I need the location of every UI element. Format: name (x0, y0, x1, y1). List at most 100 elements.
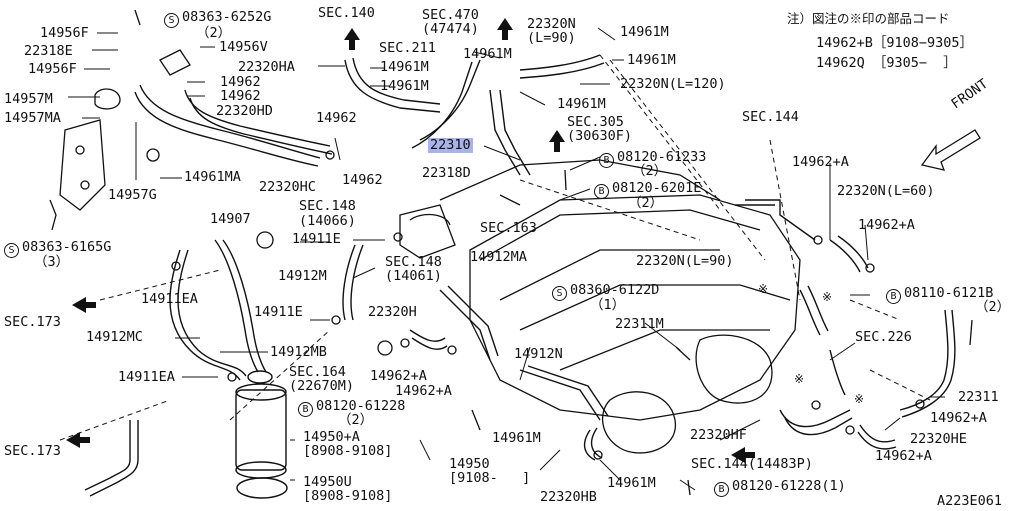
sec-label-140[interactable]: SEC.140 (318, 5, 375, 21)
part-label-14961M-6[interactable]: 14961M (557, 96, 606, 112)
part-label-22318E[interactable]: 22318E (24, 43, 73, 59)
arrow-up-sec140 (344, 28, 360, 50)
part-label-14912MC[interactable]: 14912MC (86, 329, 143, 345)
arrow-left-sec173b (66, 432, 90, 448)
sec-label-173-2[interactable]: SEC.173 (4, 443, 61, 459)
sec-label-211[interactable]: SEC.211 (379, 40, 436, 56)
part-label-22320N-90-2[interactable]: 22320N(L=90) (636, 253, 734, 269)
part-label-22320HA[interactable]: 22320HA (238, 59, 295, 75)
bolt-icon: B (714, 482, 729, 497)
note-title: 注）図注の※印の部品コード (787, 11, 950, 26)
screw-icon: S (4, 243, 19, 258)
part-label-14912MB[interactable]: 14912MB (270, 344, 327, 360)
part-label-14956F[interactable]: 14956F (40, 25, 89, 41)
leader-lines (68, 27, 945, 491)
part-label-14911EA[interactable]: 14911EA (141, 291, 198, 307)
date-range-14950: [9108- ] (449, 470, 531, 486)
sec-label-148[interactable]: SEC.148 (299, 198, 356, 214)
direction-arrows (66, 18, 755, 463)
date-range-14950U: [8908-9108] (303, 488, 393, 504)
part-label-14911E[interactable]: 14911E (292, 231, 341, 247)
part-label-14962-3[interactable]: 14962 (316, 110, 357, 126)
part-label-22320HB[interactable]: 22320HB (540, 489, 597, 505)
part-label-14962A[interactable]: 14962+A (792, 154, 849, 170)
part-label-14912M[interactable]: 14912M (278, 268, 327, 284)
part-label-14907[interactable]: 14907 (210, 211, 251, 227)
sec-label-163[interactable]: SEC.163 (480, 220, 537, 236)
part-label-14962[interactable]: 14962 (220, 74, 261, 90)
svg-text:※: ※ (794, 372, 804, 386)
front-arrow-icon (920, 129, 981, 171)
part-label-14961M[interactable]: 14961M (380, 59, 429, 75)
part-label-22320HD[interactable]: 22320HD (216, 103, 273, 119)
part-label-22320N-90[interactable]: 22320N (527, 16, 576, 32)
sec-label-173[interactable]: SEC.173 (4, 314, 61, 330)
part-label-22320H[interactable]: 22320H (368, 304, 417, 320)
part-label-14911EA-2[interactable]: 14911EA (118, 369, 175, 385)
part-label-14961M-4[interactable]: 14961M (620, 24, 669, 40)
part-label-14961MA[interactable]: 14961MA (184, 169, 241, 185)
part-label-22311M[interactable]: 22311M (615, 316, 664, 332)
bolt-icon: B (599, 153, 614, 168)
part-label-14961M-7[interactable]: 14961M (492, 430, 541, 446)
part-label-14962A-4[interactable]: 14962+A (395, 383, 452, 399)
part-label-22320HE[interactable]: 22320HE (910, 431, 967, 447)
qty-08120-6201E: （2） (628, 195, 664, 211)
part-label-14961M-2[interactable]: 14961M (380, 78, 429, 94)
sec-label-148-2[interactable]: SEC.148 (385, 254, 442, 270)
part-label-14962A-6[interactable]: 14962+A (875, 448, 932, 464)
part-label-14957M[interactable]: 14957M (4, 91, 53, 107)
part-label-14962-2[interactable]: 14962 (220, 88, 261, 104)
sec-label-144[interactable]: SEC.144 (742, 109, 799, 125)
part-label-14957MA[interactable]: 14957MA (4, 110, 61, 126)
sec-label-470[interactable]: SEC.470 (422, 7, 479, 23)
part-label-22320N-120[interactable]: 22320N(L=120) (620, 76, 726, 92)
part-label-14911E-2[interactable]: 14911E (254, 304, 303, 320)
part-label-22320HF[interactable]: 22320HF (690, 427, 747, 443)
part-label-14962A-5[interactable]: 14962+A (930, 410, 987, 426)
sec-label-164[interactable]: SEC.164 (289, 364, 346, 380)
sec-label-226[interactable]: SEC.226 (855, 329, 912, 345)
part-label-14956V[interactable]: 14956V (219, 39, 268, 55)
qty-08120-61233: （2） (632, 163, 668, 179)
qty-08360-6122D: （1） (590, 297, 626, 313)
part-label-14950[interactable]: 14950 (449, 456, 490, 472)
bolt-icon: B (298, 402, 313, 417)
sec-number: SEC.144 (691, 456, 748, 472)
part-label-14950A[interactable]: 14950+A (303, 429, 360, 445)
part-label-14950U[interactable]: 14950U (303, 474, 352, 490)
part-label-14961M-5[interactable]: 14961M (627, 52, 676, 68)
part-label-14962A-2[interactable]: 14962+A (858, 217, 915, 233)
part-label-14961M-8[interactable]: 14961M (607, 475, 656, 491)
bolt-icon: B (886, 289, 901, 304)
part-label-14957G[interactable]: 14957G (108, 187, 157, 203)
part-label-14962A-3[interactable]: 14962+A (370, 368, 427, 384)
sec-label-305[interactable]: SEC.305 (567, 114, 624, 130)
part-number-text: 08360-6122D (570, 282, 660, 298)
qty-08120-61228: （2） (338, 412, 374, 428)
part-label-22320N-60[interactable]: 22320N(L=60) (837, 183, 935, 199)
part-label-14956F-2[interactable]: 14956F (28, 61, 77, 77)
sec-label-144-2[interactable]: SEC.144(14483P) (691, 457, 813, 472)
part-number-text: 08120-61233 (617, 149, 707, 165)
part-label-14962-4[interactable]: 14962 (342, 172, 383, 188)
part-label-14912MA[interactable]: 14912MA (470, 249, 527, 265)
part-label-14961M-3[interactable]: 14961M (463, 46, 512, 62)
sec-ref-148: (14066) (299, 213, 356, 229)
part-label-22320HC[interactable]: 22320HC (259, 179, 316, 195)
upper-right-hoses (411, 54, 605, 176)
part-label-22318D[interactable]: 22318D (422, 165, 471, 181)
part-label-22311[interactable]: 22311 (958, 389, 999, 405)
screw-icon: S (164, 13, 179, 28)
part-label-14912N[interactable]: 14912N (514, 346, 563, 362)
part-label-22310-highlighted[interactable]: 22310 (428, 137, 473, 153)
